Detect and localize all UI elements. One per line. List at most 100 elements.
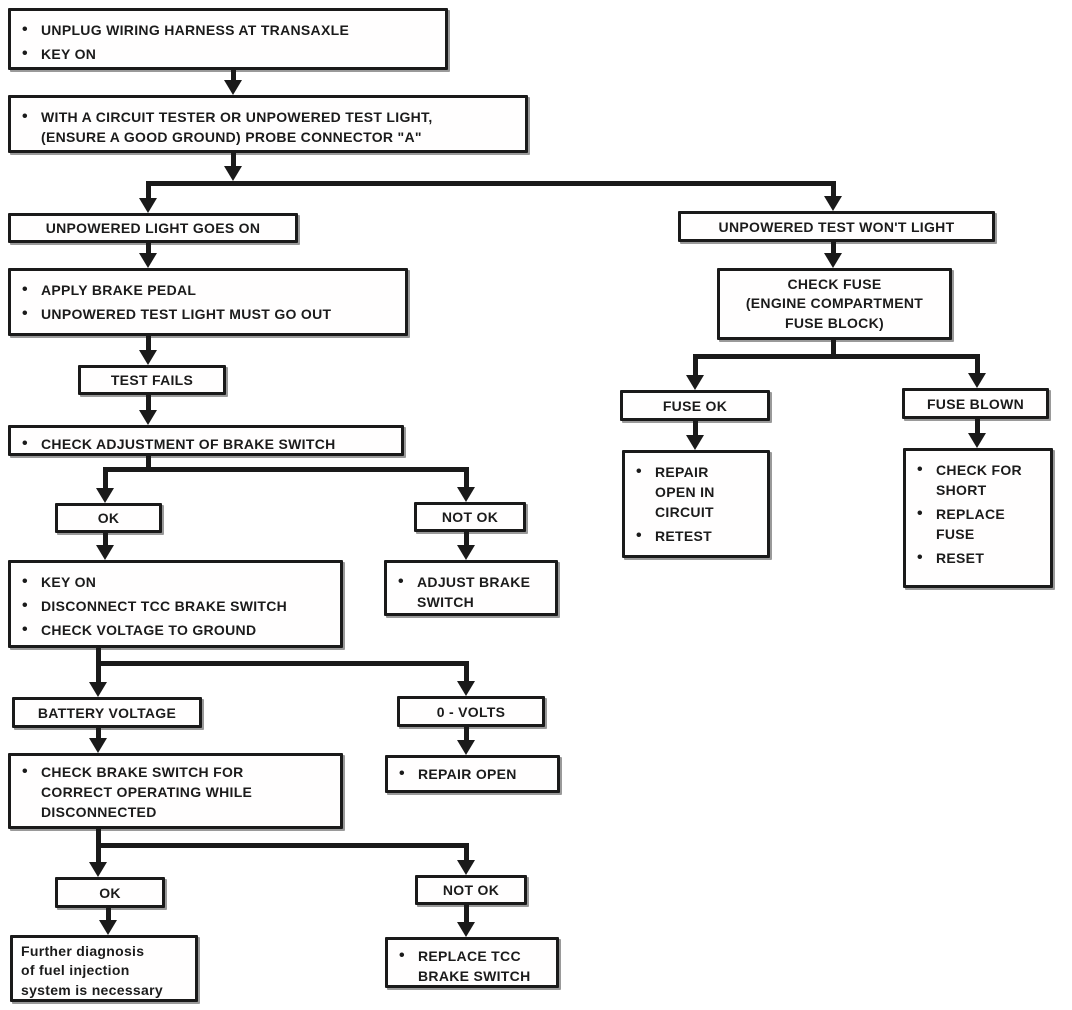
connector-line [464, 846, 469, 861]
bullet-item: RESET [914, 547, 1044, 570]
node-adjustment-ok: OK [55, 503, 162, 533]
arrow-down-icon [96, 488, 114, 503]
arrow-down-icon [139, 198, 157, 213]
connector-line [146, 181, 836, 186]
node-zero-volts: 0 - VOLTS [397, 696, 545, 727]
arrow-down-icon [457, 545, 475, 560]
arrow-down-icon [686, 375, 704, 390]
bullet-item: CHECK ADJUSTMENT OF BRAKE SWITCH [19, 433, 395, 456]
bullet-item: REPLACE TCC BRAKE SWITCH [396, 945, 550, 987]
bullet-item: REPAIR OPEN IN CIRCUIT [633, 461, 761, 523]
arrow-down-icon [457, 740, 475, 755]
node-check-short: CHECK FOR SHORT REPLACE FUSE RESET [903, 448, 1053, 588]
connector-line [831, 242, 836, 254]
connector-line [106, 908, 111, 921]
node-adjust-brake-switch: ADJUST BRAKE SWITCH [384, 560, 558, 616]
connector-line [146, 336, 151, 351]
arrow-down-icon [224, 166, 242, 181]
node-adjustment-not-ok: NOT OK [414, 502, 526, 532]
bullet-item: WITH A CIRCUIT TESTER OR UNPOWERED TEST … [19, 106, 519, 148]
node-further-diagnosis: Further diagnosis of fuel injection syst… [10, 935, 198, 1002]
node-label: NOT OK [442, 882, 500, 898]
arrow-down-icon [224, 80, 242, 95]
node-key-on-checks: KEY ON DISCONNECT TCC BRAKE SWITCH CHECK… [8, 560, 343, 648]
connector-line [975, 357, 980, 374]
bullet-item: KEY ON [19, 43, 439, 66]
node-operating-not-ok: NOT OK [415, 875, 527, 905]
node-probe-connector: WITH A CIRCUIT TESTER OR UNPOWERED TEST … [8, 95, 528, 153]
connector-line [96, 648, 101, 664]
node-test-fails: TEST FAILS [78, 365, 226, 395]
node-battery-voltage: BATTERY VOLTAGE [12, 697, 202, 728]
connector-line [96, 843, 469, 848]
node-label: UNPOWERED TEST WON'T LIGHT [718, 218, 955, 235]
connector-line [831, 184, 836, 196]
connector-line [146, 456, 151, 469]
bullet-item: RETEST [633, 525, 761, 548]
node-label: TEST FAILS [110, 372, 194, 388]
connector-line [231, 68, 236, 81]
bullet-item: CHECK BRAKE SWITCH FOR CORRECT OPERATING… [19, 761, 334, 823]
bullet-item: ADJUST BRAKE SWITCH [395, 571, 549, 613]
connector-line [464, 532, 469, 546]
node-unplug-harness: UNPLUG WIRING HARNESS AT TRANSAXLE KEY O… [8, 8, 448, 70]
node-label: FUSE BLOWN [926, 395, 1025, 412]
arrow-down-icon [139, 350, 157, 365]
connector-line [975, 419, 980, 434]
node-repair-open: REPAIR OPEN [385, 755, 560, 793]
node-fuse-ok: FUSE OK [620, 390, 770, 421]
node-label: OK [97, 510, 120, 526]
arrow-down-icon [968, 433, 986, 448]
connector-line [146, 184, 151, 198]
node-wont-light: UNPOWERED TEST WON'T LIGHT [678, 211, 995, 242]
arrow-down-icon [457, 860, 475, 875]
bullet-item: CHECK VOLTAGE TO GROUND [19, 619, 334, 642]
connector-line [231, 153, 236, 167]
connector-line [103, 533, 108, 546]
connector-line [464, 470, 469, 487]
arrow-down-icon [89, 862, 107, 877]
arrow-down-icon [89, 682, 107, 697]
node-replace-tcc: REPLACE TCC BRAKE SWITCH [385, 937, 559, 988]
node-label: NOT OK [441, 509, 499, 525]
node-check-fuse: CHECK FUSE (ENGINE COMPARTMENT FUSE BLOC… [717, 268, 952, 340]
connector-line [831, 340, 836, 357]
arrow-down-icon [824, 253, 842, 268]
node-check-adjustment: CHECK ADJUSTMENT OF BRAKE SWITCH [8, 425, 404, 456]
bullet-item: UNPOWERED TEST LIGHT MUST GO OUT [19, 303, 399, 326]
node-check-brake-switch: CHECK BRAKE SWITCH FOR CORRECT OPERATING… [8, 753, 343, 829]
node-fuse-blown: FUSE BLOWN [902, 388, 1049, 419]
connector-line [464, 905, 469, 923]
node-label: FUSE OK [662, 397, 728, 414]
bullet-item: APPLY BRAKE PEDAL [19, 279, 399, 302]
connector-line [96, 728, 101, 739]
bullet-item: DISCONNECT TCC BRAKE SWITCH [19, 595, 334, 618]
connector-line [103, 467, 469, 472]
node-apply-brake: APPLY BRAKE PEDAL UNPOWERED TEST LIGHT M… [8, 268, 408, 336]
arrow-down-icon [457, 681, 475, 696]
connector-line [103, 470, 108, 488]
arrow-down-icon [89, 738, 107, 753]
arrow-down-icon [99, 920, 117, 935]
bullet-item: REPAIR OPEN [396, 763, 551, 786]
node-label: UNPOWERED LIGHT GOES ON [45, 220, 261, 236]
connector-line [96, 829, 101, 846]
bullet-item: CHECK FOR SHORT [914, 459, 1044, 501]
node-label: BATTERY VOLTAGE [37, 704, 177, 721]
connector-line [693, 354, 980, 359]
node-label: 0 - VOLTS [436, 703, 506, 720]
connector-line [464, 664, 469, 682]
connector-line [693, 421, 698, 436]
connector-line [96, 846, 101, 863]
node-label: OK [99, 884, 121, 901]
connector-line [96, 664, 101, 683]
arrow-down-icon [457, 922, 475, 937]
node-operating-ok: OK [55, 877, 165, 908]
arrow-down-icon [686, 435, 704, 450]
connector-line [96, 661, 469, 666]
connector-line [146, 395, 151, 411]
arrow-down-icon [139, 253, 157, 268]
node-unpowered-light-goes-on: UNPOWERED LIGHT GOES ON [8, 213, 298, 243]
arrow-down-icon [968, 373, 986, 388]
